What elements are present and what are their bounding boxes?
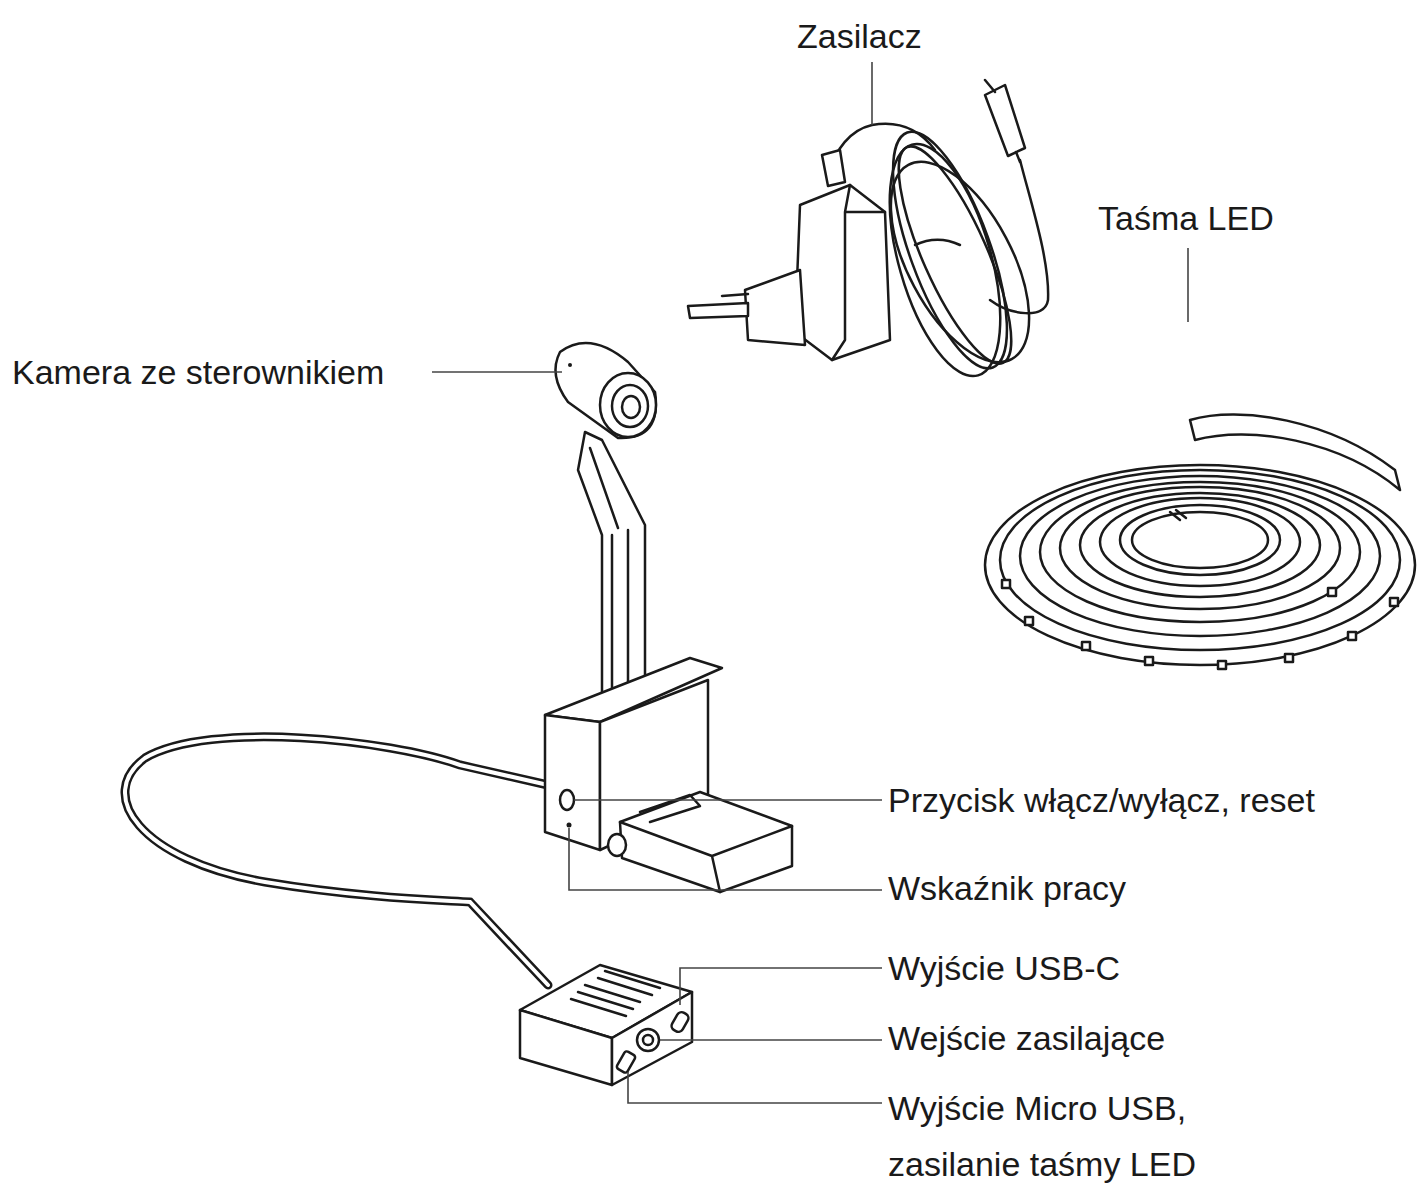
part-label: Przycisk włącz/wyłącz, reset (888, 780, 1315, 820)
led-chip (1082, 642, 1090, 650)
strip-ring (985, 465, 1415, 665)
strip-ring (1100, 498, 1300, 586)
camera-lens-ring (600, 373, 656, 437)
leader-line (569, 828, 882, 890)
led-chip (1145, 657, 1153, 665)
leader-line (871, 62, 873, 125)
cable-coil (868, 132, 1023, 388)
mount-clip (620, 792, 792, 892)
cable-coil (870, 119, 1031, 381)
camera-lens-center (622, 396, 640, 418)
camera-lens (612, 385, 648, 427)
hub-vents (571, 971, 660, 1016)
leader-line (574, 799, 882, 801)
led-chip (1025, 617, 1033, 625)
strip-hole (1132, 512, 1268, 568)
clip-knob (608, 834, 626, 856)
connection-hub (520, 965, 692, 1085)
led-chip (1390, 598, 1398, 606)
cable-fill (125, 737, 548, 985)
dc-plug (985, 85, 1025, 156)
part-label: Kamera ze sterownikiem (12, 352, 384, 392)
power-input-pin (643, 1035, 653, 1045)
led-chip (1328, 588, 1336, 596)
strip-ring (1060, 487, 1340, 609)
part-label: Taśma LED (1098, 198, 1274, 238)
strip-tick (1170, 510, 1186, 520)
led-chip (1218, 661, 1226, 669)
adapter-edge (832, 185, 885, 360)
part-label: Wskaźnik pracy (888, 868, 1126, 908)
cable-strain-relief (822, 150, 845, 186)
part-label: Wyjście USB-C (888, 948, 1120, 988)
adapter-cable (990, 160, 1048, 313)
hub-side (520, 1010, 612, 1085)
plug-face (745, 270, 805, 345)
strip-ring (1080, 493, 1320, 597)
status-indicator (567, 823, 572, 828)
led-chip (1002, 580, 1010, 588)
cable-coil (862, 140, 1057, 383)
led-chip (1348, 632, 1356, 640)
strip-ring (1040, 482, 1360, 622)
usb-c-port (670, 1010, 690, 1033)
micro-usb-port (616, 1050, 636, 1073)
led-strip (985, 414, 1415, 669)
leader-line (628, 1072, 882, 1103)
leader-line (660, 1039, 882, 1041)
camera-arm (578, 432, 645, 695)
power-input-port (637, 1029, 659, 1051)
cable-tie (915, 240, 960, 245)
camera-head (556, 343, 656, 438)
leader-line (1187, 248, 1189, 322)
led-chips (1002, 580, 1398, 669)
leader-line (432, 371, 562, 373)
strip-ring (1120, 505, 1280, 575)
arm-edge (590, 448, 628, 695)
leader-line (680, 968, 882, 1005)
camera-controller (545, 343, 792, 892)
dc-plug-tip (985, 80, 1020, 162)
plug-pin (688, 303, 748, 318)
clip-top (640, 795, 700, 822)
controller-cable (125, 737, 548, 985)
base-front (545, 715, 600, 850)
adapter-body (795, 185, 890, 360)
power-adapter (688, 80, 1058, 388)
plug-pin (722, 294, 748, 296)
strip-ring (1020, 476, 1380, 636)
power-button (560, 790, 574, 810)
part-label: Wejście zasilające (888, 1018, 1165, 1058)
camera-dot (568, 363, 572, 367)
part-label: Zasilacz (797, 16, 922, 56)
led-chip (1285, 654, 1293, 662)
leader-lines (432, 62, 1188, 1103)
clip-edge (620, 822, 792, 892)
cable-outline (125, 737, 548, 985)
part-label: Wyjście Micro USB, zasilanie taśmy LED (888, 1080, 1233, 1192)
strip-ring (1000, 470, 1400, 650)
